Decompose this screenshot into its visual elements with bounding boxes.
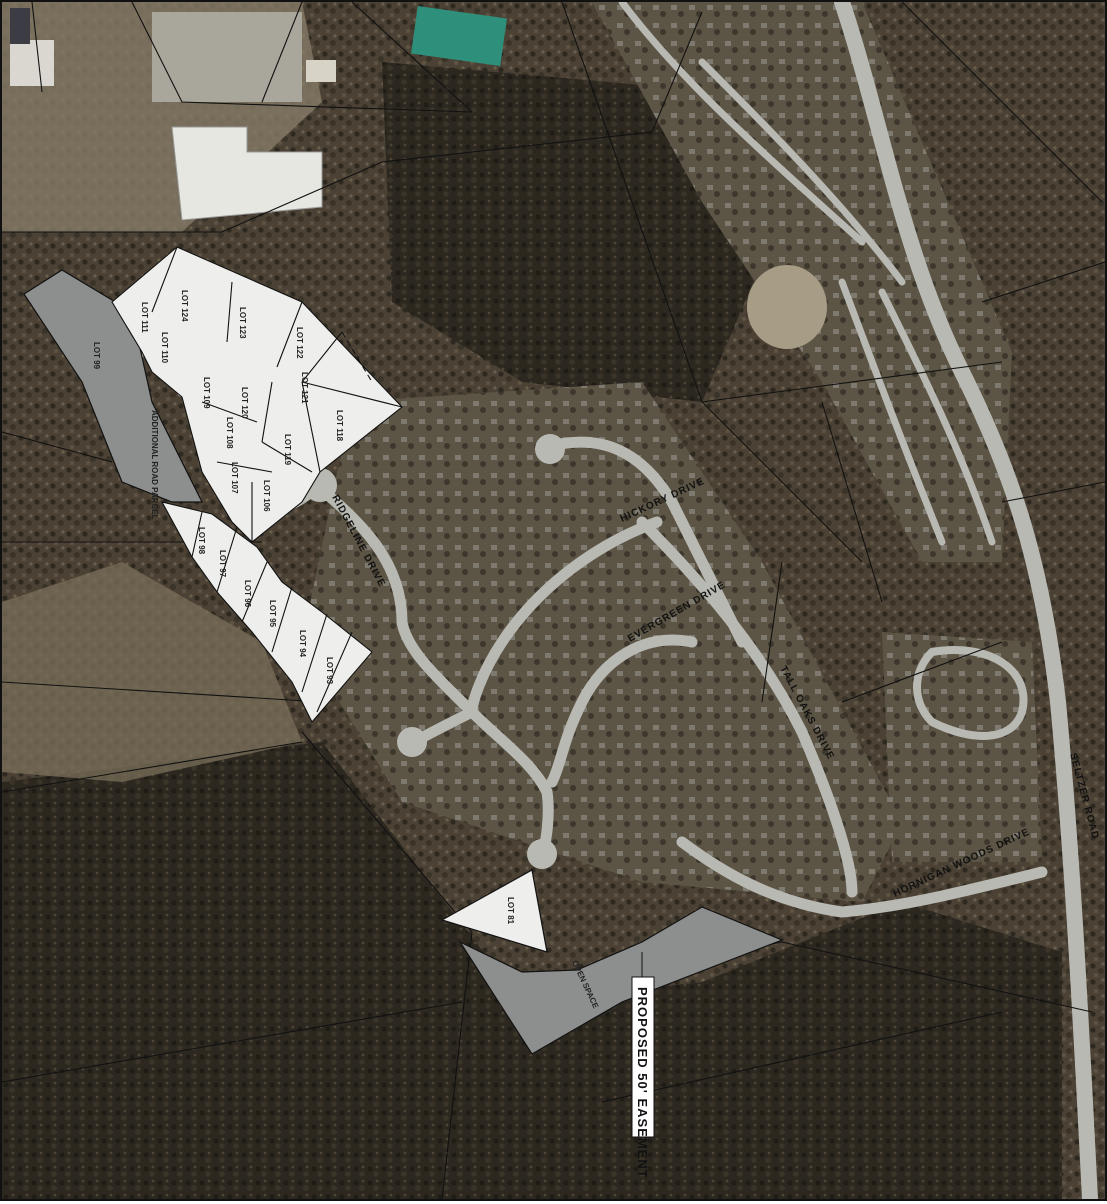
- south-subdivision: [160, 501, 373, 723]
- open-space-parcel-south: [458, 906, 784, 1055]
- cul-de-sac-hickory: [535, 434, 565, 464]
- lot-label: LOT 96: [243, 580, 252, 608]
- neighborhood-central: [302, 382, 902, 902]
- road-network: [131, 0, 1098, 1204]
- lot-label: LOT 94: [298, 630, 307, 658]
- south-lots: [160, 501, 373, 723]
- apartment-loop: [913, 646, 1028, 740]
- seltzer-road: [834, 0, 1098, 1204]
- lot-label: LOT 93: [325, 657, 334, 685]
- additional-road-parcel-label: ADDITIONAL ROAD PARCEL: [150, 410, 159, 520]
- lot-label: LOT 119: [283, 434, 292, 466]
- pond: [411, 5, 507, 67]
- lot-label: LOT 81: [506, 897, 515, 925]
- dense-forest-east: [702, 902, 1062, 1199]
- clearing-west: [2, 562, 302, 782]
- lot-label: LOT 106: [262, 480, 271, 512]
- lot-81-parcel: [440, 869, 548, 953]
- additional-road-parcel: [23, 269, 203, 503]
- dense-forest-south: [2, 742, 822, 1199]
- easement-callout: PROPOSED 50' EASEMENT: [631, 952, 655, 1179]
- lot-label: LOT 111: [140, 302, 149, 333]
- lot-label: LOT 118: [335, 410, 344, 442]
- house-cluster: [306, 60, 336, 82]
- cul-de-sac-ridgeline-south: [527, 839, 557, 869]
- hickory-drive-west: [466, 516, 663, 718]
- commercial-building: [171, 126, 323, 221]
- lot-labels: LOT 111 LOT 124 LOT 123 LOT 122 LOT 110 …: [92, 290, 515, 925]
- field-clearing-east: [747, 265, 827, 349]
- lot-label: LOT 120: [240, 387, 249, 419]
- dense-forest-north: [382, 62, 762, 402]
- easement-label: PROPOSED 50' EASEMENT: [635, 987, 650, 1179]
- apartment-complex: [882, 632, 1042, 862]
- building-small: [10, 8, 30, 44]
- lot-label: LOT 110: [160, 332, 169, 364]
- hickory-drive: [541, 436, 748, 648]
- north-lots: [111, 246, 403, 543]
- lot-label: LOT 124: [180, 290, 189, 322]
- lot-label: LOT 98: [197, 527, 206, 555]
- northeast-streets: [618, 0, 996, 546]
- lot-label: LOT 123: [238, 307, 247, 339]
- lot-label: LOT 109: [202, 377, 211, 409]
- lot-label: LOT 108: [225, 417, 234, 449]
- building-northwest: [10, 40, 54, 86]
- lot-label: LOT 107: [230, 462, 239, 494]
- lot-label: LOT 122: [295, 327, 304, 359]
- cul-de-sac-ridgeline-west: [397, 727, 427, 757]
- lot-label: LOT 97: [218, 550, 227, 578]
- ridgeline-drive: [306, 476, 554, 858]
- lot-label: LOT 95: [268, 600, 277, 628]
- lot-label: LOT 121: [300, 372, 309, 404]
- hornigan-woods-drive: [676, 836, 1048, 918]
- tall-oaks-drive: [636, 516, 858, 898]
- lot-label: LOT 99: [92, 342, 101, 370]
- parking-lot: [152, 12, 302, 102]
- evergreen-drive: [546, 634, 698, 788]
